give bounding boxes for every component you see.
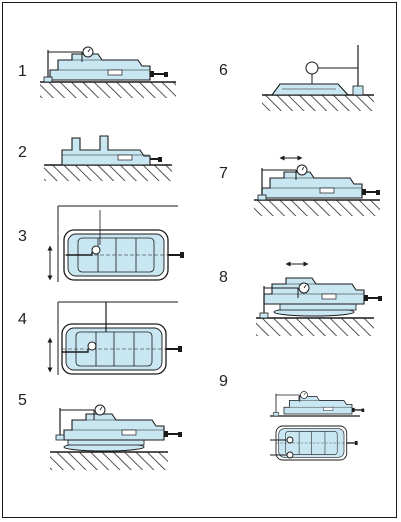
diagram-step-1 [40, 46, 176, 98]
step-number-6: 6 [219, 62, 228, 79]
step-number-3: 3 [18, 228, 27, 245]
step-number-7: 7 [219, 165, 228, 182]
diagram-step-2 [44, 135, 172, 181]
step-number-9: 9 [219, 373, 228, 390]
step-number-5: 5 [18, 392, 27, 409]
step-number-4: 4 [18, 311, 27, 328]
diagram-step-4 [47, 301, 183, 375]
step-number-1: 1 [18, 63, 27, 80]
diagram-step-3 [47, 205, 185, 282]
diagram-step-6 [262, 45, 374, 111]
diagram-step-9 [270, 391, 365, 461]
diagram-step-7 [254, 155, 381, 216]
diagram-step-8 [256, 261, 383, 336]
step-number-2: 2 [18, 144, 27, 161]
diagram-step-5 [50, 404, 183, 470]
step-number-8: 8 [219, 269, 228, 286]
